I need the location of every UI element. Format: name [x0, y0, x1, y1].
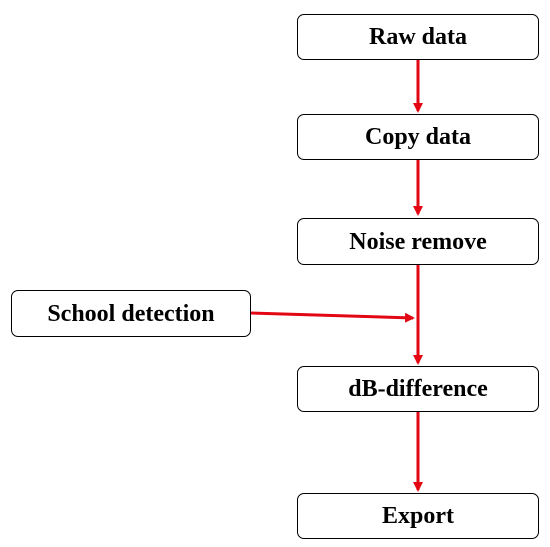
node-db-difference-label: dB-difference — [348, 376, 488, 402]
node-noise-remove: Noise remove — [297, 218, 539, 265]
node-copy-data: Copy data — [297, 114, 539, 160]
node-copy-data-label: Copy data — [364, 124, 472, 150]
node-db-difference: dB-difference — [297, 366, 539, 412]
node-raw-data: Raw data — [297, 14, 539, 60]
node-school-detection: School detection — [11, 290, 251, 337]
arrow-school-to-flow — [250, 311, 415, 323]
node-noise-remove-label: Noise remove — [349, 228, 487, 255]
node-raw-data-label: Raw data — [368, 24, 467, 50]
node-export-label: Export — [382, 503, 454, 529]
node-export: Export — [297, 493, 539, 539]
node-school-detection-label: School detection — [47, 300, 215, 327]
